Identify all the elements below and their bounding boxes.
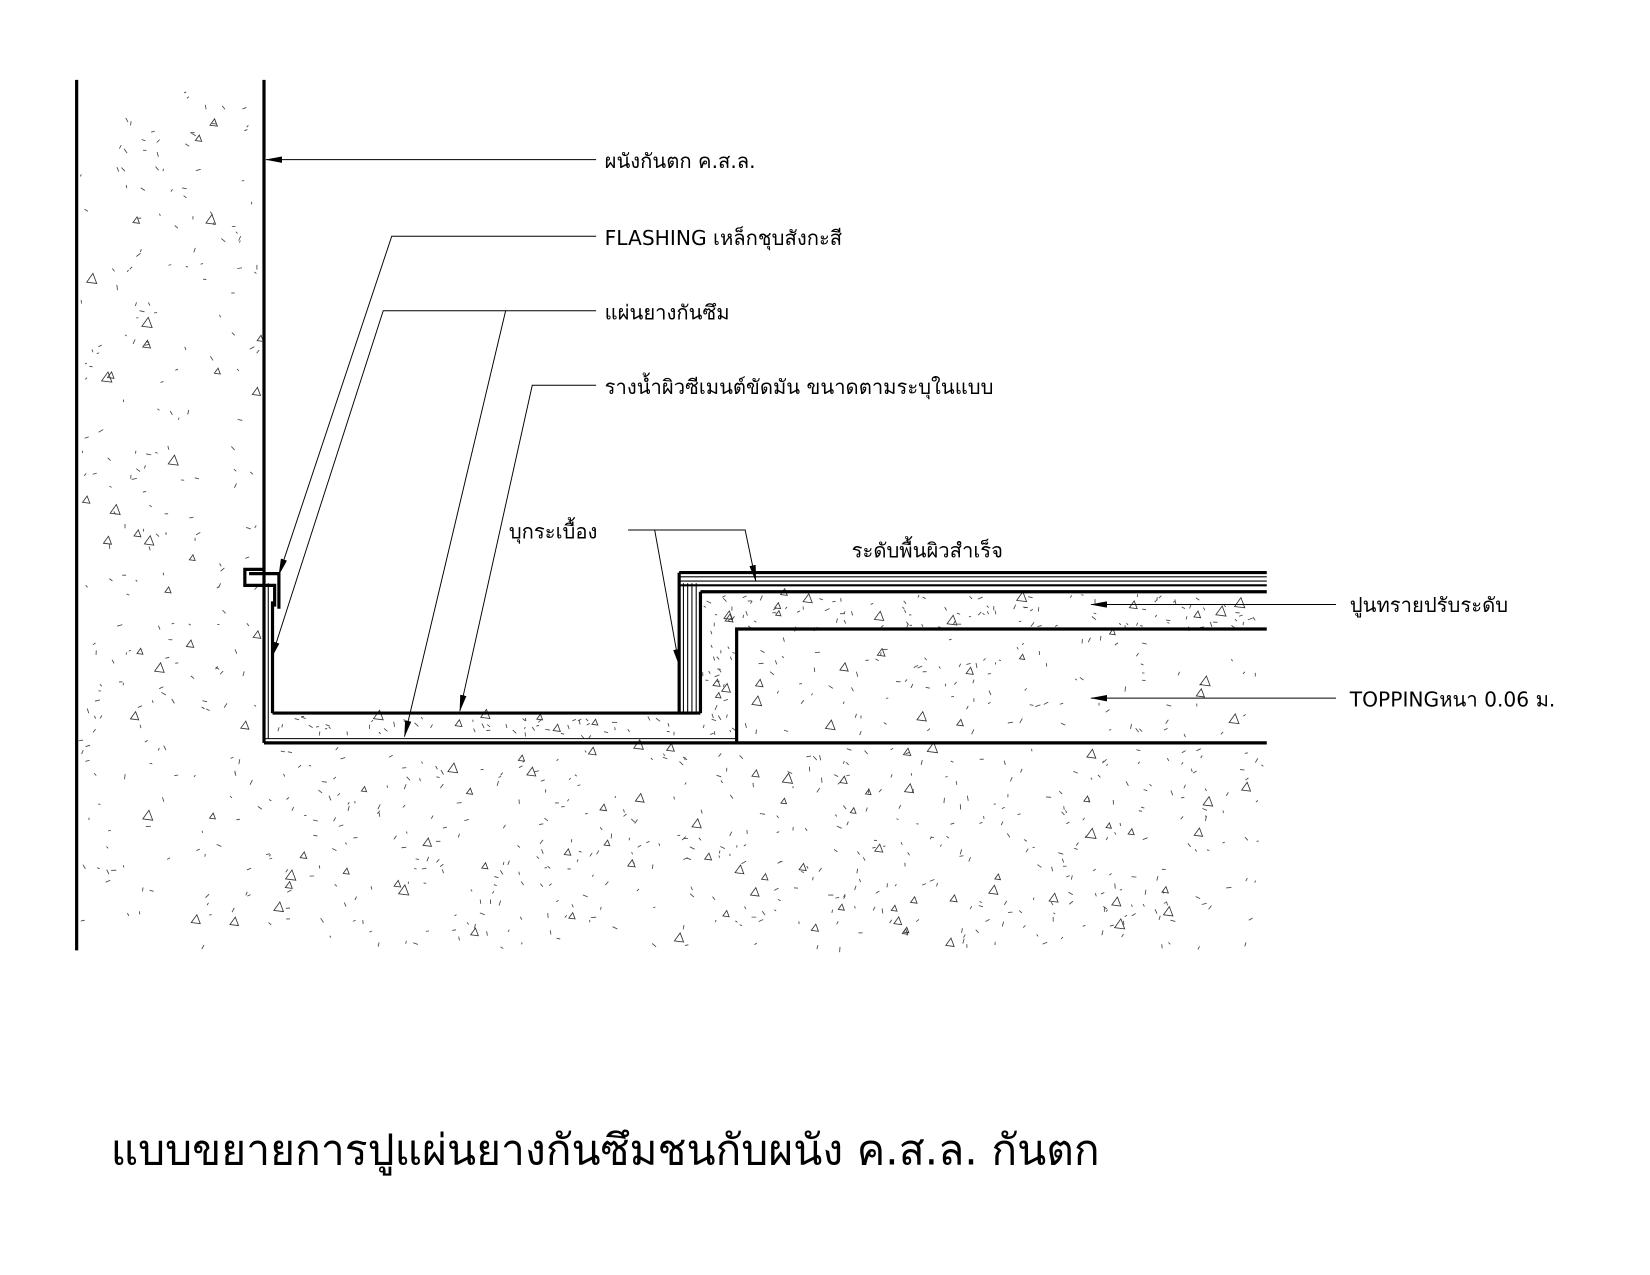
label-flashing: FLASHING เหล็กชุบสังกะสี	[605, 225, 843, 251]
leader-membrane-1	[270, 310, 597, 659]
tile-vertical	[677, 572, 703, 714]
concrete-hatch	[78, 91, 1264, 953]
label-wall: ผนังกันตก ค.ส.ล.	[605, 149, 756, 173]
label-screed: ปูนทรายปรับระดับ	[1350, 593, 1508, 618]
leader-flashing	[278, 235, 597, 576]
label-membrane: แผ่นยางกันซึม	[605, 300, 730, 324]
leader-tile-2	[654, 529, 757, 583]
leader-tile-1	[628, 529, 680, 667]
label-tile: บุกระเบื้อง	[509, 517, 598, 545]
flashing-profile	[243, 567, 281, 609]
leader-membrane-2	[404, 310, 507, 738]
drawing-title: แบบขยายการปูแผ่นยางกันซึมชนกับผนัง ค.ส.ล…	[111, 1125, 1100, 1176]
label-topping: TOPPINGหนา 0.06 ม.	[1349, 688, 1556, 712]
tile-horizontal	[679, 570, 1267, 594]
leader-gutter	[459, 384, 597, 712]
label-finish-level: ระดับพื้นผิวสำเร็จ	[852, 536, 1003, 563]
label-gutter: รางน้ำผิวซีเมนต์ขัดมัน ขนาดตามระบุในแบบ	[605, 372, 994, 400]
topping-boundary	[735, 627, 1267, 743]
